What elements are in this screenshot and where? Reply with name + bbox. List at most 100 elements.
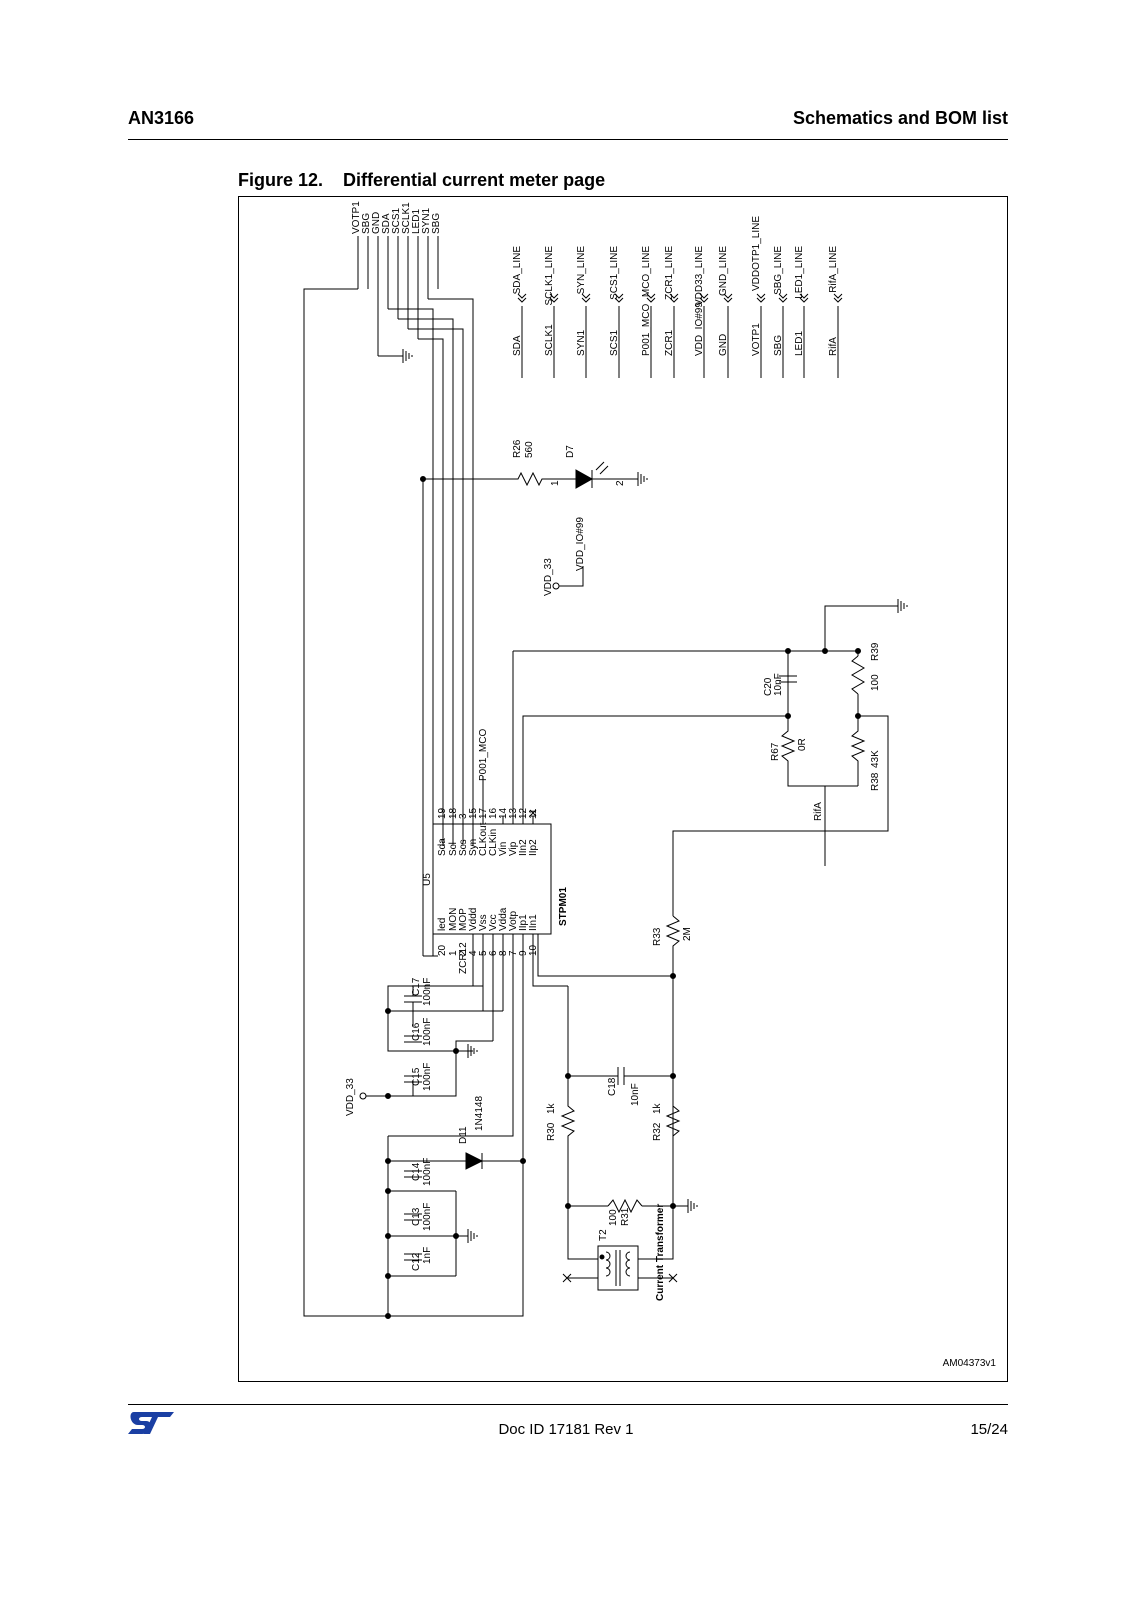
ground-icon [402, 348, 413, 364]
d7-pin1: 1 [550, 480, 561, 486]
u5-pin-name: Votp [508, 911, 519, 931]
connector-arrow-icon [723, 293, 733, 303]
divider-labels: C20 10nF R39 100 R67 0R R38 43K RifA [763, 642, 881, 821]
connector-arrow-icon [581, 293, 591, 303]
lower-cap-labels: C14 100nF C13 100nF C12 1nF [411, 1158, 433, 1271]
rifa-net-label: RifA [813, 802, 824, 821]
c15-ref: C15 [411, 1067, 422, 1086]
connector-arrow-icon [799, 293, 809, 303]
no-connect-icon [668, 1273, 678, 1283]
u5-pin-name: Syn [468, 839, 479, 856]
u5-pin-num: 16 [488, 807, 499, 819]
u5-pin-name: Vss [478, 914, 489, 931]
u5-ref: U5 [422, 873, 433, 886]
net-name-label: SBG [773, 335, 784, 356]
u5-pin-name: Vcc [488, 914, 499, 931]
c14-value: 100nF [422, 1158, 433, 1186]
net-line-label: SCS1_LINE [609, 246, 620, 300]
c16-ref: C16 [411, 1022, 422, 1041]
r26-value: 560 [524, 441, 535, 458]
net-line-label: SCLK1_LINE [544, 246, 555, 306]
input-labels: C18 10nF R30 1k R32 1k 100 R31 [546, 1077, 663, 1226]
c18-ref: C18 [607, 1077, 618, 1096]
d7-pin2: 2 [615, 480, 626, 486]
d11-diode: D11 1N4148 [385, 1066, 526, 1170]
c14-ref: C14 [411, 1162, 422, 1181]
c17-ref: C17 [411, 977, 422, 996]
net-name-label: VOTP1 [751, 323, 762, 356]
u5-part: STPM01 [558, 887, 569, 926]
net-name-label: RifA [828, 337, 839, 356]
connector-arrow-icon [833, 293, 843, 303]
net-name-label: LED1 [794, 331, 805, 356]
u5-pin-name: Vdda [498, 907, 509, 931]
connector-wires [303, 236, 524, 1317]
footer-rule [128, 1404, 1008, 1405]
u5-pin-name: Vin [498, 842, 509, 856]
net-line-label: LED1_LINE [794, 246, 805, 299]
net-name-label: SYN1 [576, 329, 587, 356]
vdd33-net-label: VDD_33 [345, 1078, 356, 1116]
r38-ref: R38 [870, 772, 881, 791]
connector-pin-label: SCS1 [391, 207, 402, 234]
supply-caps-top [359, 985, 503, 1100]
u5-pin-name: IIn1 [528, 914, 539, 931]
section-title: Schematics and BOM list [792, 108, 1008, 128]
connector-arrow-icon [614, 293, 624, 303]
u5-chip: U5 STPM01 [422, 823, 569, 935]
connector-pin-label: SBG [431, 213, 442, 234]
connector-pin-label: SCLK1 [401, 202, 412, 234]
u5-pin-name: IIp1 [518, 914, 529, 931]
r30-value: 1k [546, 1102, 557, 1114]
u5-bottom-pins: 20 led 1 MON 2 MOP 4 Vddd 5 Vss 6 Vcc 8 … [437, 907, 539, 956]
net-name-label: VDD_IO#99 [694, 302, 705, 356]
r30-ref: R30 [546, 1122, 557, 1141]
r33-resistor: R33 2M [652, 915, 693, 1246]
supply-caps-bottom [385, 1136, 468, 1319]
r39-ref: R39 [870, 642, 881, 661]
connector-arrow-icon [756, 293, 766, 303]
ground-icon [687, 1198, 698, 1214]
connector-labels: VOTP1 SBG GND SDA SCS1 SCLK1 LED1 SYN1 S… [351, 201, 442, 234]
t2-value: Current Transformer [655, 1204, 666, 1301]
u5-pin-name: IIn2 [518, 839, 529, 856]
vdd33-label: VDD_33 [543, 558, 554, 596]
c13-ref: C13 [411, 1207, 422, 1226]
net-line-label: VDD33_LINE [694, 246, 705, 306]
c12-ref: C12 [411, 1252, 422, 1271]
connector-arrow-icon [549, 293, 559, 303]
u5-pin-name: Scs [458, 839, 469, 856]
header-rule [128, 139, 1008, 140]
u5-pin-name: Vip [508, 841, 519, 856]
connector-pin-label: SYN1 [421, 207, 432, 234]
net-name-label: ZCR1 [664, 329, 675, 356]
net-line-label: MCO_LINE [641, 246, 652, 297]
connector-pin-label: SDA [381, 213, 392, 234]
doc-code: AN3166 [128, 108, 195, 128]
connector-arrow-icon [778, 293, 788, 303]
net-line-label: RifA_LINE [828, 246, 839, 293]
connector-arrow-icon [646, 293, 656, 303]
r67-value: 0R [797, 738, 808, 751]
vdd-link: VDD_33 VDD_IO#99 [543, 517, 586, 596]
d7-led: D7 1 2 [550, 445, 638, 489]
u5-pin-num: 20 [437, 944, 448, 956]
page-number: 15/24 [970, 1421, 1008, 1438]
connector-arrow-icon [669, 293, 679, 303]
u5-pin-name: Vddd [468, 908, 479, 931]
r31-value: 100 [608, 1209, 619, 1226]
d11-ref: D11 [458, 1126, 469, 1144]
net-name-label: SCS1 [609, 329, 620, 356]
u5-pin-num: 2 [458, 950, 469, 956]
r33-ref: R33 [652, 927, 663, 946]
c12-value: 1nF [422, 1247, 433, 1264]
r32-ref: R32 [652, 1122, 663, 1141]
r31-ref: R31 [620, 1207, 631, 1226]
figure-title: Figure 12. Differential current meter pa… [238, 170, 606, 190]
voltage-divider [672, 605, 898, 916]
vddio-label: VDD_IO#99 [575, 517, 586, 571]
u5-pin-name: Sda [437, 838, 448, 856]
connector-arrow-icon [517, 293, 527, 303]
junction-dot [420, 476, 426, 482]
r33-value: 2M [682, 927, 693, 941]
